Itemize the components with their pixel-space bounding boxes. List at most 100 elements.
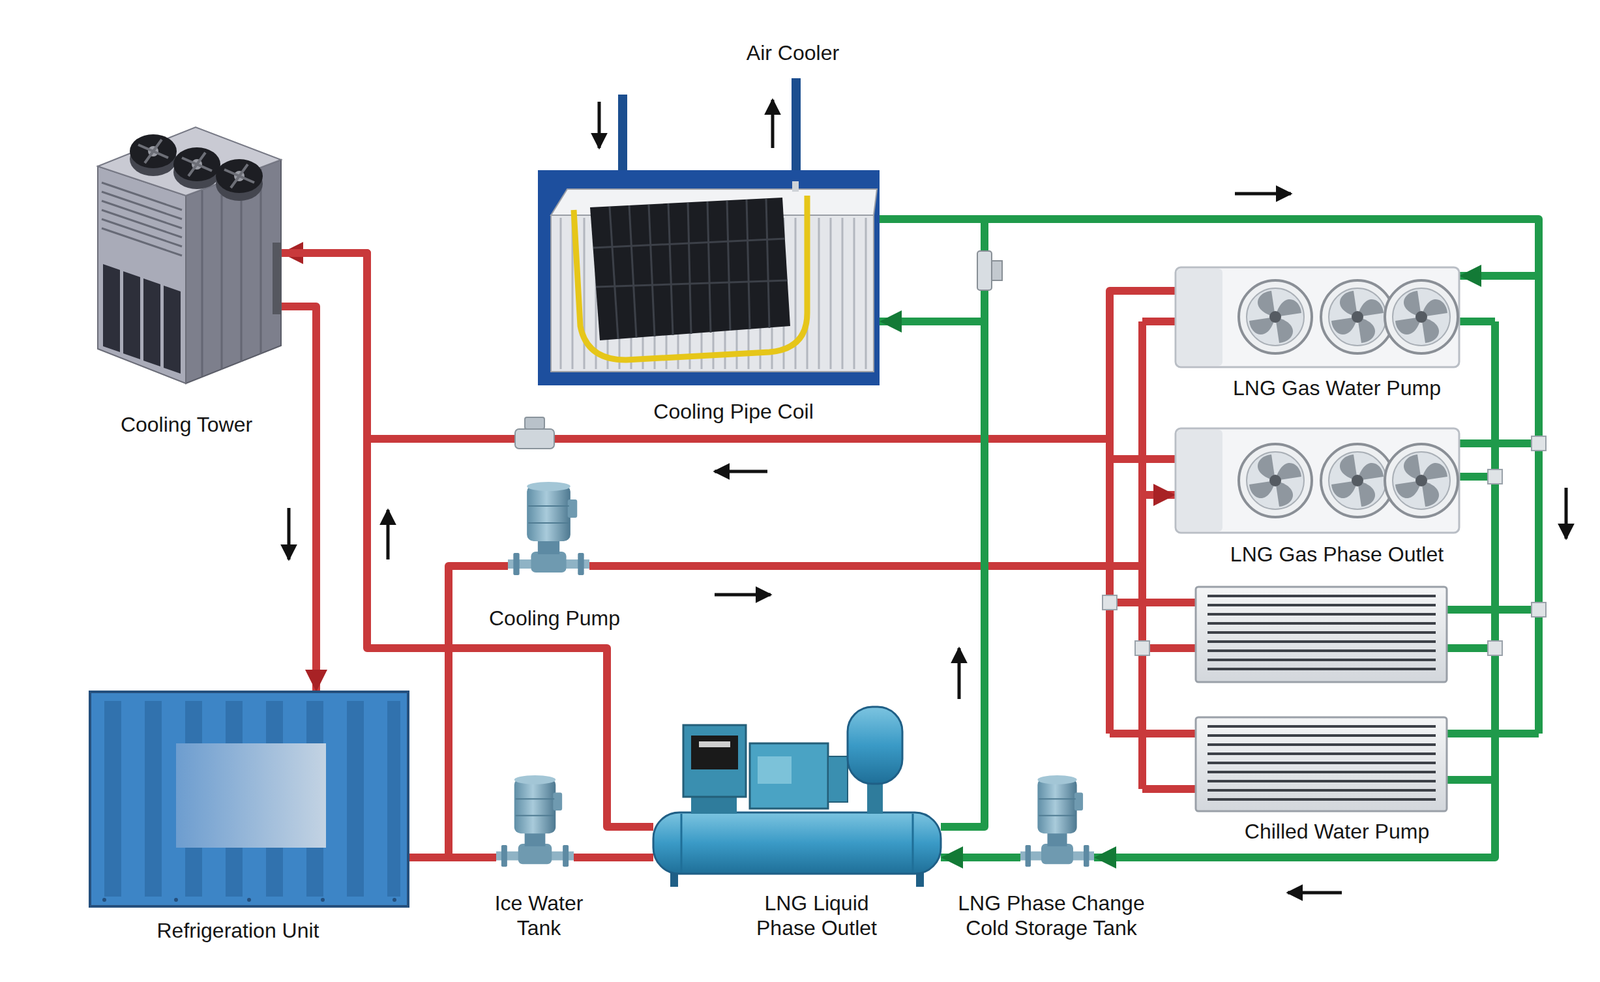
fan-unit-art [1384,280,1458,354]
pipe-fittings [1487,469,1503,484]
node-label: Ice Water Tank [483,890,595,941]
refrigeration-unit-art [176,743,326,848]
node-label: LNG Gas Phase Outlet [1230,541,1444,567]
chiller-art [828,756,848,802]
heat-exchanger-art [1207,649,1436,652]
pump-art [507,481,590,576]
flow-arrow [287,507,291,560]
cooling-coil-art [726,200,731,331]
cooling-tower-art [143,278,161,367]
flow-arrow [288,99,1567,893]
node-label: Cooling Pipe Coil [653,399,814,424]
cooling-tower-art [97,127,282,384]
cooling-coil-art [853,217,856,370]
refrigeration-unit-art [102,897,397,902]
refrigeration-unit-art [104,700,122,897]
refrigeration-unit-art [392,897,397,902]
chiller-art [691,795,737,814]
heat-exchanger-art [1207,726,1436,800]
cooling-tower-art [188,152,206,177]
flow-arrow [957,648,962,699]
cooling-tower-art [103,264,181,374]
heat-exchanger-art [1207,612,1436,616]
heat-exchanger-art [1207,603,1436,607]
part-label: Air Cooler [746,40,840,66]
cooling-tower-art [129,134,263,201]
cooling-tower-art [129,134,177,169]
heat-exchanger-art [1207,658,1436,662]
cooling-tower-art [240,176,243,362]
pump-art [496,775,574,867]
cooling-coil-art [648,204,655,337]
pump-symbol: Ice Water Tank [496,773,574,876]
pipe-fittings [1102,436,1546,656]
node-label: Cooling Tower [120,412,253,437]
hot-water-pipe [573,853,654,862]
cooling-coil-art [609,206,619,340]
node-label: LNG Phase Change Cold Storage Tank [950,890,1153,941]
cooling-tower-art [260,168,263,355]
heat-exchanger-art [1207,734,1436,737]
heat-exchanger-art [1207,743,1436,746]
hot-water-header [1109,598,1196,607]
heat-exchanger-art [1207,788,1436,792]
valve-symbol [991,260,1003,281]
valve-symbol [977,251,992,291]
cooling-tower-art [202,168,261,377]
fan-unit-art [1176,268,1223,366]
chiller-art [912,813,915,873]
flow-arrow [714,470,768,474]
refrigeration-unit-art [174,897,178,902]
air-cooler-pipes [791,78,801,177]
fan-unit-art [1320,444,1394,518]
fan-unit: LNG Gas Phase Outlet [1175,428,1460,533]
cooling-coil-art [560,217,563,370]
pipe-fittings [1531,436,1546,451]
cooling-tower-art [144,139,162,163]
pump-symbol: LNG Phase Change Cold Storage Tank [1020,773,1095,876]
fan-unit-art [1175,267,1460,368]
cooling-coil-art [595,280,788,287]
cooling-tower-art [215,159,263,193]
flow-arrow [597,101,602,149]
chilled-water-header [1459,317,1496,326]
heat-exchanger-art [1195,586,1447,682]
cooling-coil-art [687,202,692,334]
hot-water-header [1142,785,1196,793]
cooling-tower-art [123,271,141,360]
node-label: Refrigeration Unit [157,918,320,943]
heat-exchanger-art [1207,761,1436,765]
fan-unit-art [1176,429,1223,532]
pipe-fittings [1531,602,1546,617]
chiller-art [691,735,739,770]
chiller-art [683,725,746,797]
refrigeration-unit-art [346,700,364,897]
refrigeration-unit-art [89,691,409,907]
chiller-art [757,756,792,784]
heat-exchanger-art [1207,725,1436,728]
flow-arrow [1234,192,1291,196]
heat-exchanger-art [1207,779,1436,783]
cooling-tower-art [97,127,282,196]
hot-water-header [1142,644,1196,652]
fan-unit-art [1175,428,1460,533]
cooling-tower-art [97,166,186,384]
hot-water-pipe [589,494,1176,566]
cooling-tower-art [272,242,282,315]
refrigeration-unit-art [320,897,325,902]
heat-exchanger-art [1207,631,1436,634]
cooling-coil-art [537,170,880,386]
refrigeration-unit-art [102,897,107,902]
hot-water-header [1109,729,1196,738]
heat-exchanger-art [1195,717,1447,812]
chilled-water-pipe [940,853,1021,862]
valve-symbol [515,429,555,449]
cooling-tower-art [230,164,248,188]
chiller-art [867,781,883,814]
heat-exchanger-art [1207,798,1436,801]
node-label: LNG Gas Water Pump [1232,375,1441,401]
pump-art [1020,775,1095,867]
chilled-water-header [984,219,1539,780]
heat-exchanger-art [1207,622,1436,625]
cooling-coil-art [841,217,844,370]
